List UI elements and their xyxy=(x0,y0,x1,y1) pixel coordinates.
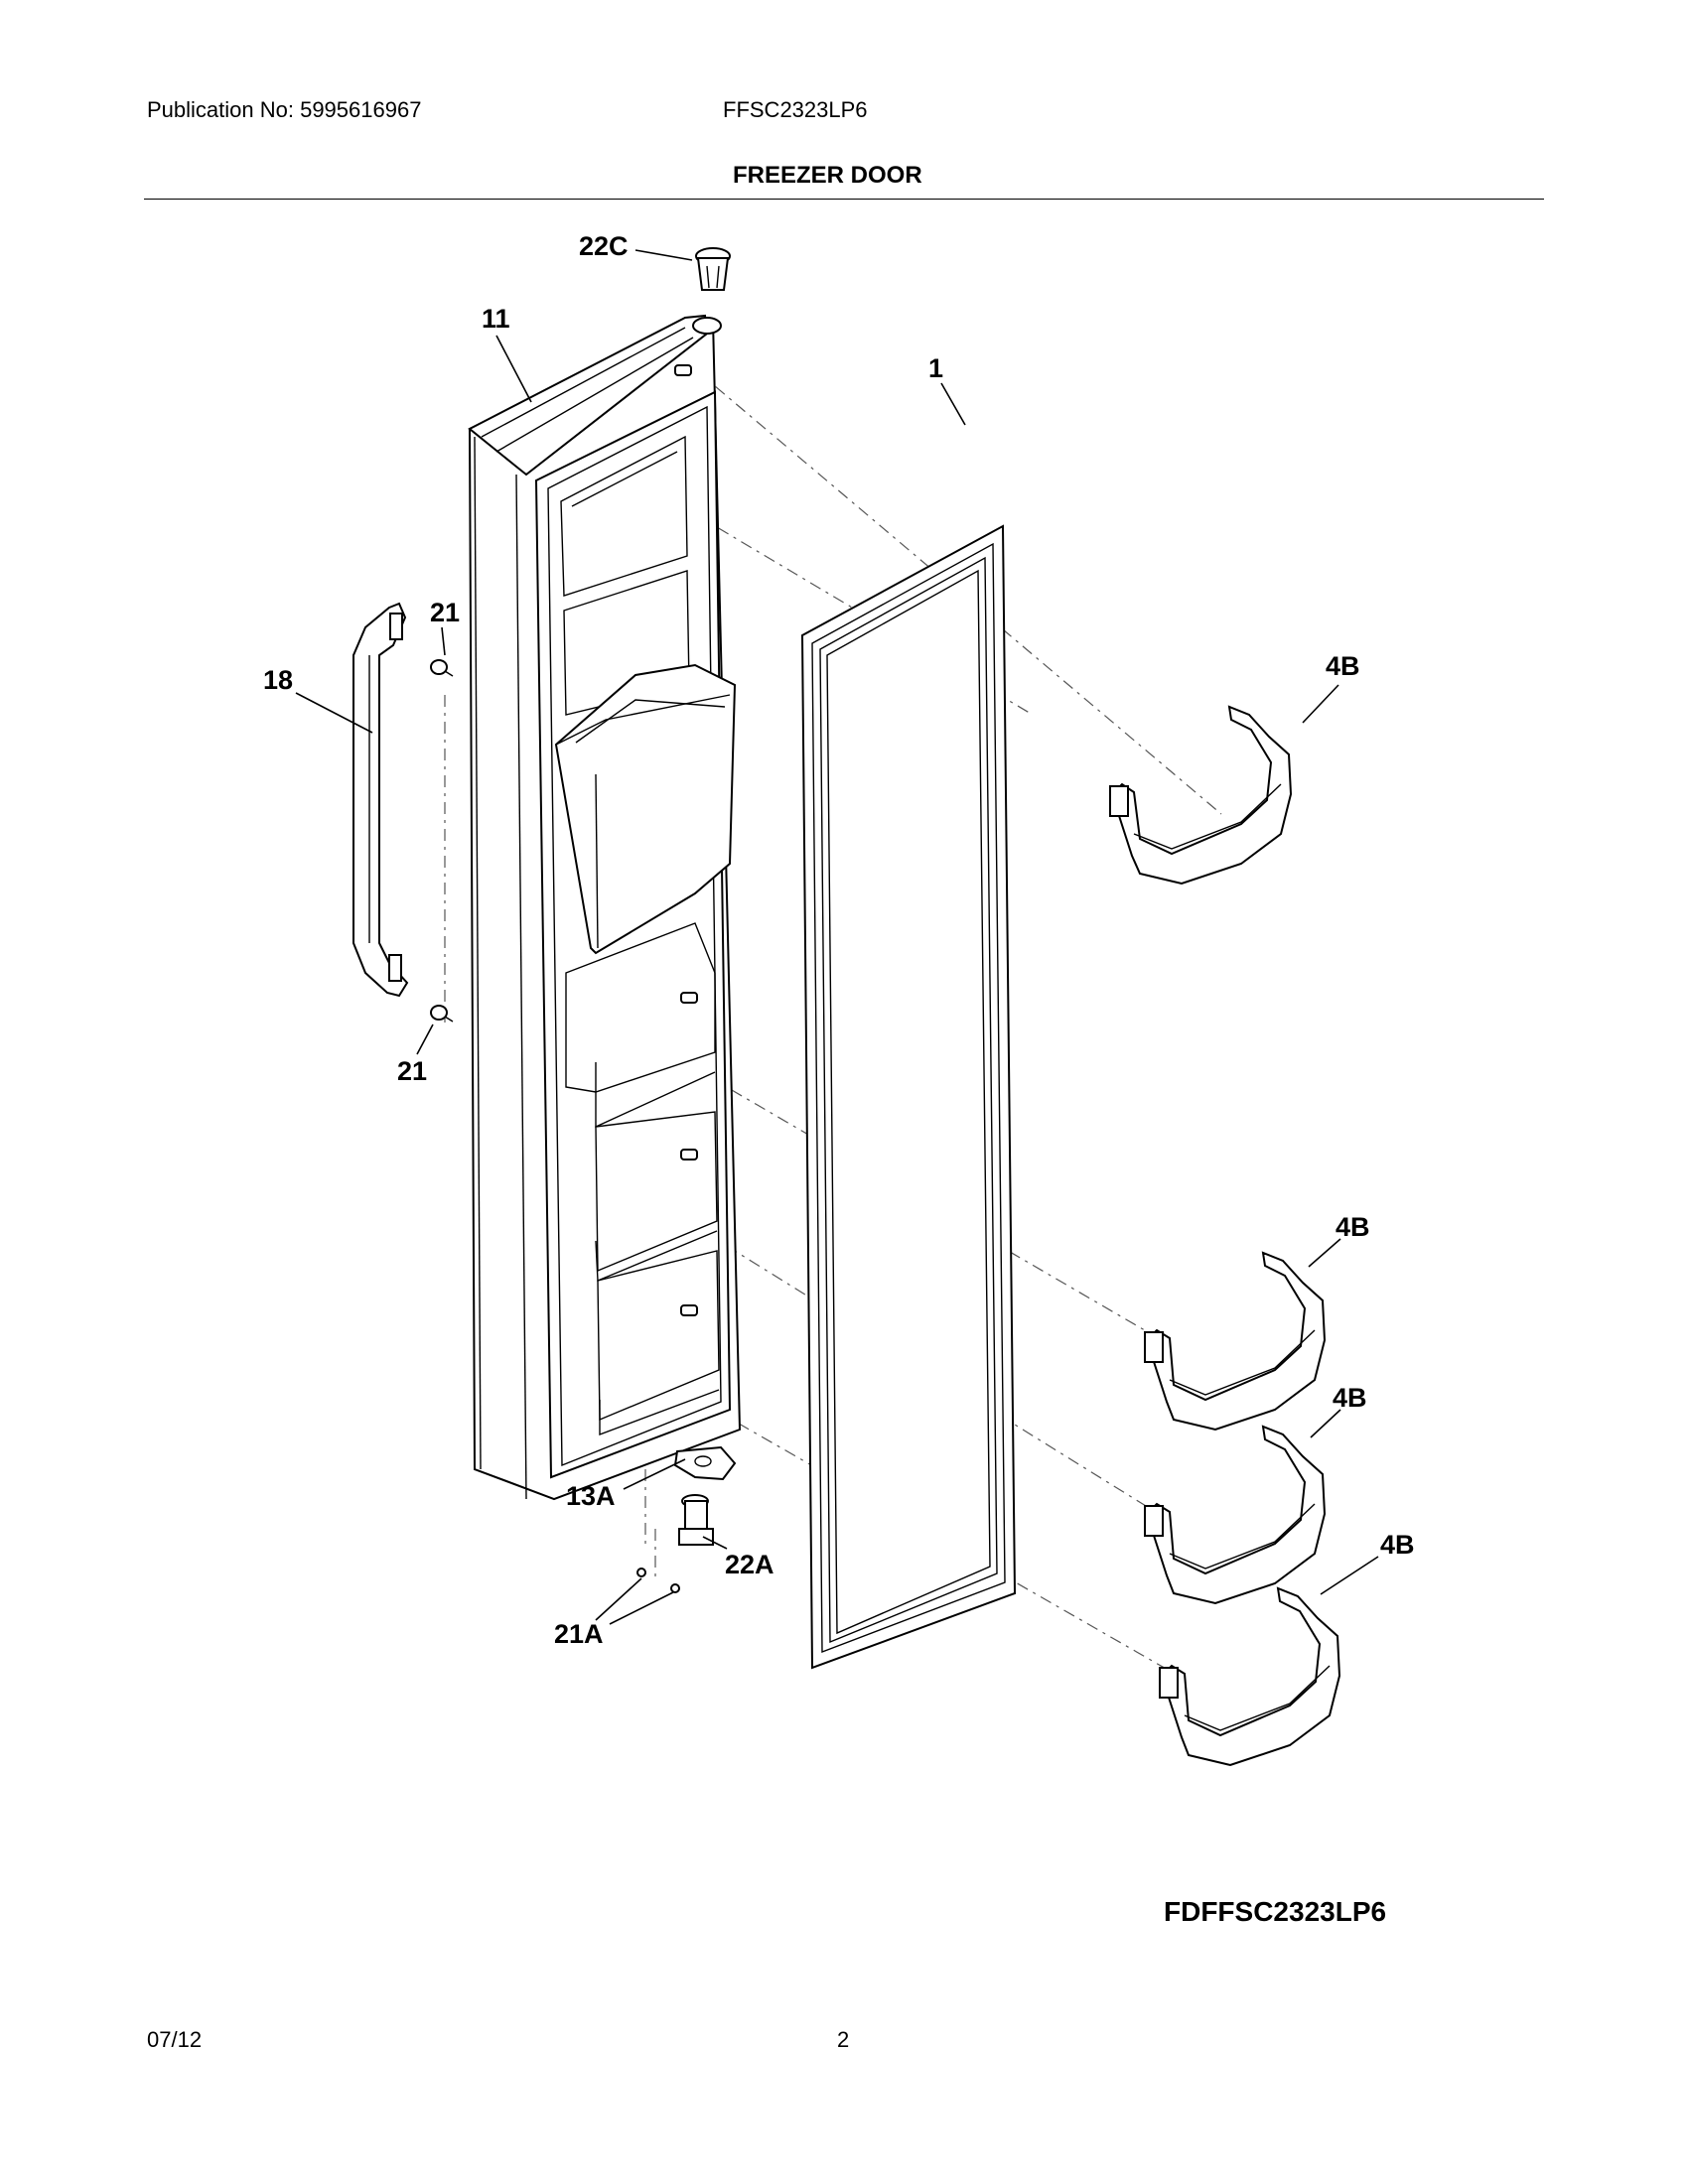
callout-22c: 22C xyxy=(579,231,629,261)
part-4b-door-bin-2 xyxy=(1144,1251,1327,1432)
diagram-code: FDFFSC2323LP6 xyxy=(1164,1896,1386,1927)
publication-number: Publication No: 5995616967 xyxy=(147,97,422,122)
callout-22a: 22A xyxy=(725,1550,774,1579)
callout-21-bottom: 21 xyxy=(397,1056,427,1086)
callout-11: 11 xyxy=(482,304,510,334)
callout-13a: 13A xyxy=(566,1481,616,1511)
section-title: FREEZER DOOR xyxy=(733,162,922,189)
part-22a-hinge-pin xyxy=(678,1494,714,1546)
callout-1: 1 xyxy=(928,353,943,383)
header-rule xyxy=(144,199,1544,200)
callout-21-top: 21 xyxy=(430,598,460,627)
part-18-door-handle xyxy=(352,602,409,998)
callout-21a: 21A xyxy=(554,1619,604,1649)
callout-4b-3: 4B xyxy=(1333,1383,1367,1413)
callout-18: 18 xyxy=(263,665,293,695)
part-21-screw-bottom xyxy=(430,1005,454,1023)
part-21a-screws xyxy=(636,1568,680,1593)
callout-4b-2: 4B xyxy=(1336,1212,1370,1242)
part-21-screw-top xyxy=(430,659,454,677)
footer-date: 07/12 xyxy=(147,2027,203,2052)
callout-4b-4: 4B xyxy=(1380,1530,1415,1560)
callout-4b-top: 4B xyxy=(1326,651,1360,681)
leader-lines xyxy=(295,249,1379,1625)
part-1-door-gasket xyxy=(800,524,1017,1670)
part-22c-hinge-bushing xyxy=(695,247,731,291)
model-number: FFSC2323LP6 xyxy=(723,97,868,122)
part-13a-hinge-bracket xyxy=(673,1445,737,1481)
part-11-freezer-door xyxy=(468,314,742,1501)
part-4b-door-bin-3 xyxy=(1144,1425,1327,1605)
part-4b-door-bin-4 xyxy=(1159,1586,1341,1767)
part-4b-door-bin-1 xyxy=(1109,705,1293,886)
footer-page-number: 2 xyxy=(837,2027,850,2052)
